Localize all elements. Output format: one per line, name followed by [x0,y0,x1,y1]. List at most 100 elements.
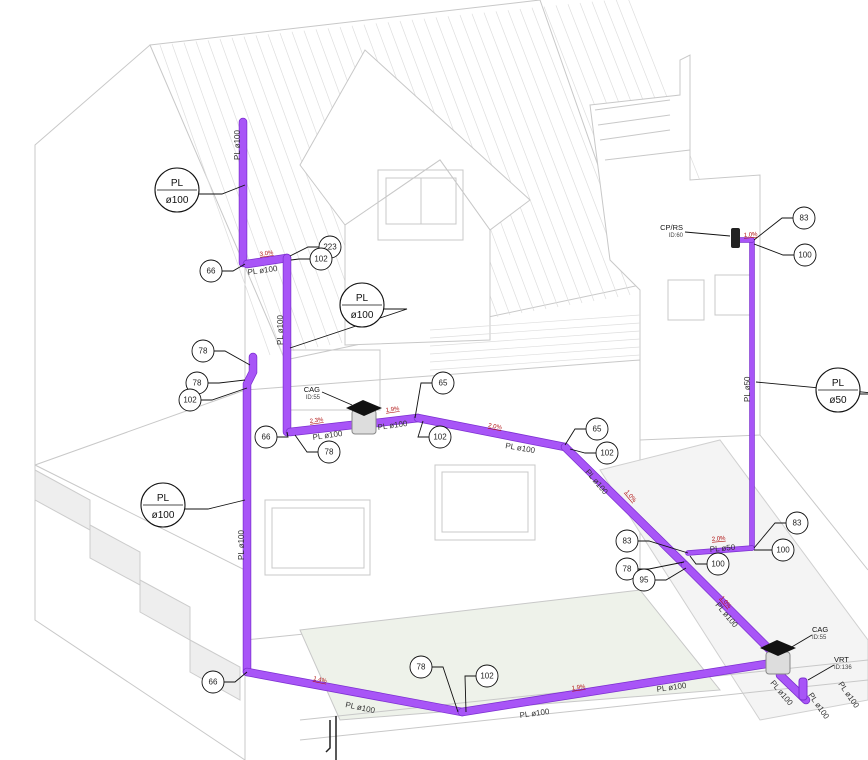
siding-line [429,322,641,339]
slope-label: 2.0% [488,423,503,431]
fixture-name: CAG [304,385,320,394]
callout-number: 78 [325,448,334,457]
roof-hatch-line [231,37,343,344]
callout: 102 [417,420,452,449]
leader-line [417,420,429,438]
callout-circle [191,339,215,363]
callout: 83 [753,511,809,549]
leader-line [414,382,432,419]
pipe-label: PL ø100 [519,707,550,720]
siding-line [429,346,641,363]
callout-number: 78 [417,663,426,672]
callout-circle [428,425,452,449]
callout: 65 [414,371,455,419]
callout-circle [317,440,341,464]
fixture-cag-upper [346,400,382,435]
fixture-id: ID:55 [812,635,827,641]
leader-line [569,448,596,454]
callout-number: 66 [209,678,218,687]
pipe-segment [458,660,770,716]
callout-number: 102 [433,433,447,442]
pipe-segment [243,254,291,268]
pipe-label: PL ø50 [743,376,752,402]
callout-circle [254,425,278,449]
callout: 78 [409,655,459,713]
pipe-label: PL ø100 [247,264,278,277]
callout-circle [615,529,639,553]
fixture-name: CP/RS [660,223,683,232]
roof-hatch-line [435,17,547,310]
leader-line [464,675,476,713]
leader-line [201,387,248,401]
leader-line [689,555,707,565]
roof-hatch-line [483,12,595,302]
roof-hatch-line [171,43,283,354]
callout-number: 83 [800,214,809,223]
pipe-diameter: ø100 [152,510,175,521]
callout-circle [771,538,795,562]
callout-circle [201,670,225,694]
leader-line [289,308,408,349]
roof-hatch-line [471,13,583,304]
siding-line [429,314,641,331]
pipe-segment [414,414,569,451]
leader-line [638,540,689,554]
callout-number: 83 [793,519,802,528]
pipe-label: PL ø50 [709,543,736,554]
annotations: PLø100PLø100PLø100PLø5022310266787810266… [140,130,868,721]
pipe-segment [243,668,466,716]
fixture-cag-lower [760,640,796,675]
pipe-segment [243,353,257,676]
leader-line [199,184,246,195]
leader-line [222,263,246,272]
slope-label: 1.9% [385,406,400,414]
callout-circle [585,417,609,441]
callout-circle [792,206,816,230]
slope-label: 1.0% [744,232,759,239]
callout: 78 [191,339,251,366]
pipe-label: PL ø100 [276,315,285,345]
roof-hatch-line [159,44,271,356]
callout: 102 [290,247,333,271]
callout-number: 66 [262,433,271,442]
callout-number: 65 [593,425,602,434]
pipe-label: PL ø100 [377,419,408,432]
pipe-segment [372,414,422,427]
callout-number: 100 [776,546,790,555]
leader-line [807,664,835,681]
pipe-label: PL ø100 [656,681,687,694]
leader-line [684,231,731,237]
callout: 102 [569,441,619,465]
callout-number: 83 [623,537,632,546]
leader-line [753,217,793,241]
callout: 100 [689,552,730,576]
roof-hatch-line [507,10,619,298]
leader-line [277,431,289,438]
siding-line [429,354,641,371]
pipe-segment [681,561,779,659]
callout-number: 100 [711,560,725,569]
leader-line [224,671,248,683]
leader-line [789,634,813,649]
callout-number: 65 [439,379,448,388]
leader-line [564,428,586,446]
leader-line [294,434,318,453]
callout-circle [785,511,809,535]
callout: 66 [199,259,246,283]
slope-label: 1.4% [313,676,328,685]
pipe-segment [686,546,754,555]
pipe-segment [561,443,689,569]
callout: 102 [464,664,499,713]
callout-number: 95 [640,576,649,585]
callout: 65 [564,417,609,446]
leader-line [753,522,786,549]
siding-line [429,338,641,355]
leader-line [432,666,459,713]
